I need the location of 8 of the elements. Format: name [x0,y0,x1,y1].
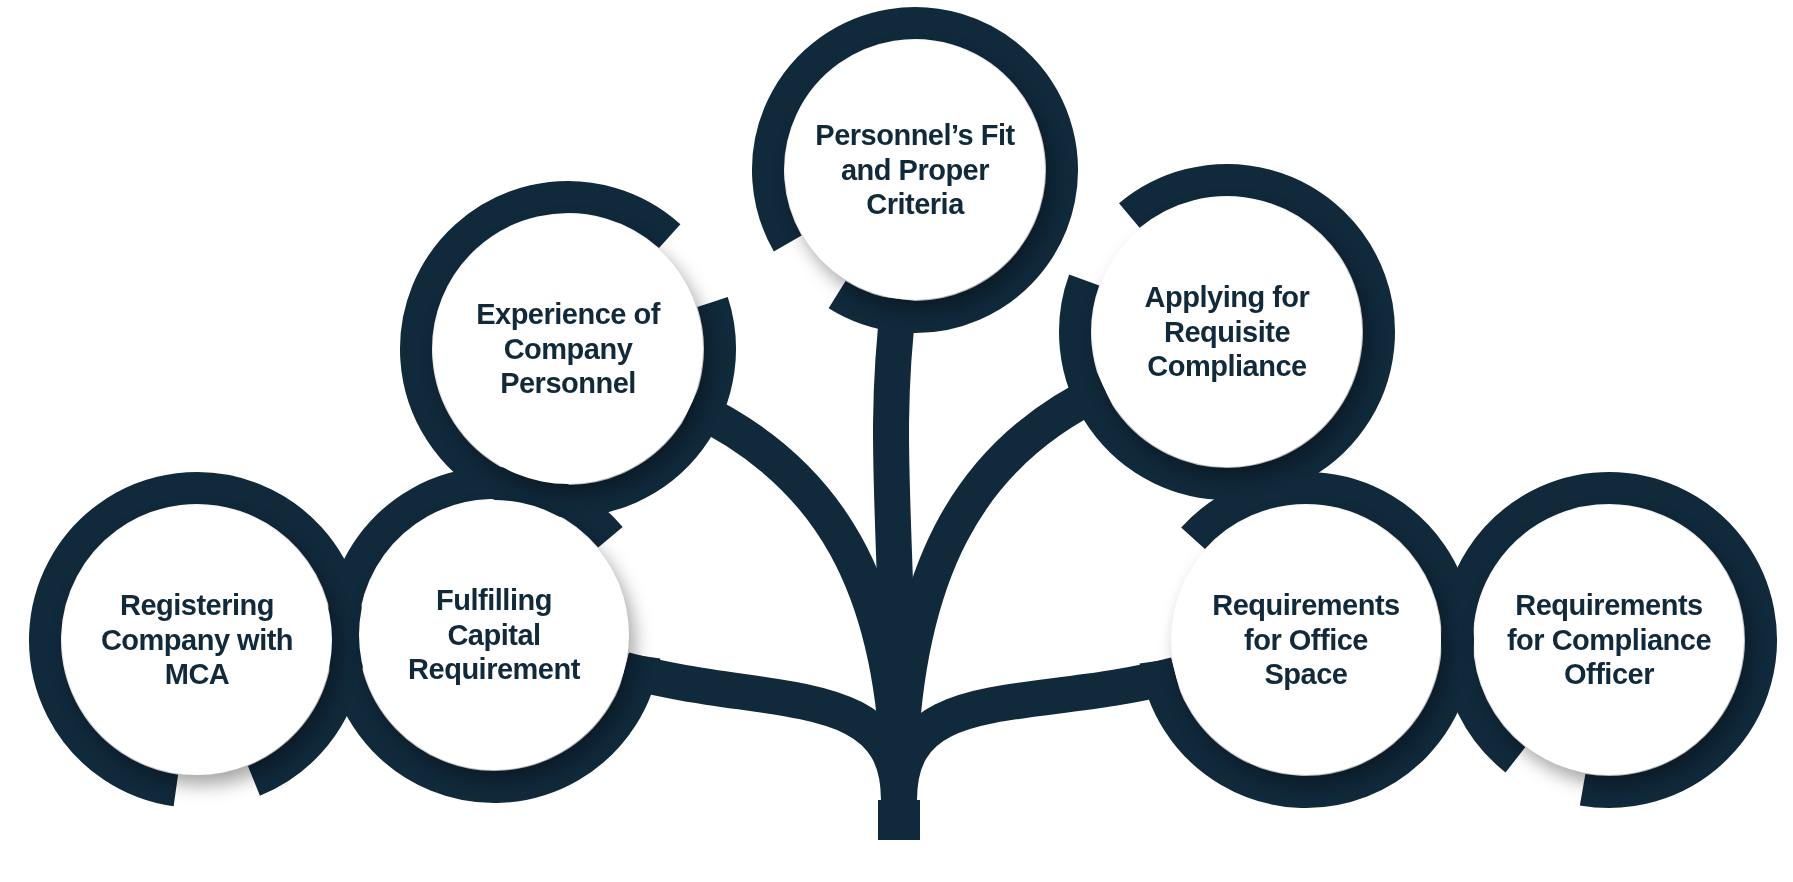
topic-label: Registering Company with MCA [99,587,295,693]
topic-label: Experience of Company Personnel [475,296,662,402]
topic-label: Fulfilling Capital Requirement [407,582,581,688]
topic-label: Applying for Requisite Compliance [1143,279,1311,385]
topic-label: Requirements for Compliance Officer [1505,587,1713,693]
tree-trunk [878,800,920,840]
topic-label: Requirements for Office Space [1211,587,1401,693]
topic-label: Personnel’s Fit and Proper Criteria [814,117,1016,223]
